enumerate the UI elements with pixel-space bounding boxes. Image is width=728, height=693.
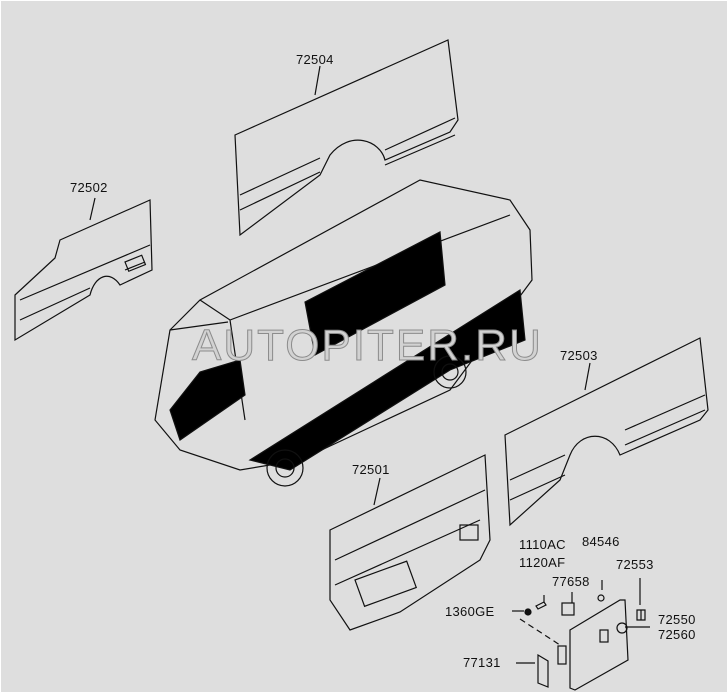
watermark: AUTOPITER.RU xyxy=(192,321,543,370)
label-72560[interactable]: 72560 xyxy=(658,627,696,642)
label-84546[interactable]: 84546 xyxy=(582,534,620,549)
bracket-77658[interactable] xyxy=(561,602,575,616)
leader-72504 xyxy=(314,65,321,96)
panel-72503[interactable] xyxy=(504,337,709,527)
leader-72502 xyxy=(89,197,96,221)
label-77658[interactable]: 77658 xyxy=(552,574,590,589)
van-body[interactable] xyxy=(154,179,533,487)
panel-72504[interactable] xyxy=(234,39,459,237)
label-72501[interactable]: 72501 xyxy=(352,462,390,477)
leader-72501 xyxy=(373,477,381,506)
fuel-door-72550[interactable] xyxy=(569,599,629,691)
label-72550[interactable]: 72550 xyxy=(658,612,696,627)
panel-72502[interactable] xyxy=(14,199,153,342)
hinge[interactable] xyxy=(557,645,567,665)
assembly-line xyxy=(519,618,561,646)
screw-1110AC[interactable] xyxy=(535,601,547,610)
label-72503[interactable]: 72503 xyxy=(560,348,598,363)
label-1120AF[interactable]: 1120AF xyxy=(519,555,566,570)
leader-72503 xyxy=(584,362,591,391)
nut-1360GE[interactable] xyxy=(524,608,532,616)
label-1110AC[interactable]: 1110AC xyxy=(519,537,566,552)
housing-77131[interactable] xyxy=(537,653,549,688)
grommet-84546[interactable] xyxy=(597,594,605,602)
label-72504[interactable]: 72504 xyxy=(296,52,334,67)
panel-72501[interactable] xyxy=(329,454,491,631)
label-77131[interactable]: 77131 xyxy=(463,655,501,670)
label-1360GE[interactable]: 1360GE xyxy=(445,604,495,619)
label-72502[interactable]: 72502 xyxy=(70,180,108,195)
clip-72553[interactable] xyxy=(636,609,646,621)
label-72553[interactable]: 72553 xyxy=(616,557,654,572)
